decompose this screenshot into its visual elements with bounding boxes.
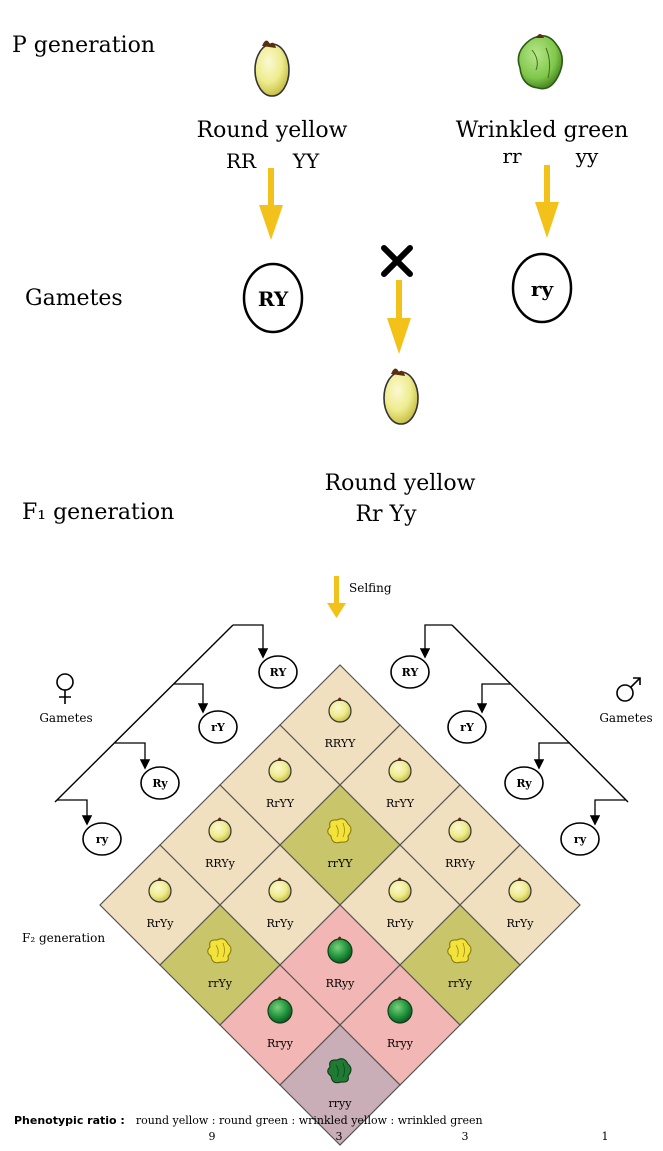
arrow-down-icon [535, 165, 559, 238]
cell-genotype-label: RrYy [146, 917, 174, 930]
round-yellow-seed-icon [148, 877, 172, 903]
cell-genotype-label: rrYY [327, 857, 353, 870]
gamete-circles: RY rY Ry ry RY rY Ry ry [82, 655, 600, 856]
cell-genotype-label: RRYy [205, 857, 235, 870]
female-gamete: RY [258, 655, 298, 689]
wrinkled-green-seed-icon [327, 1058, 352, 1084]
male-gamete: ry [560, 822, 600, 856]
female-gametes-label: Gametes [39, 711, 92, 725]
ratio-number: 9 [209, 1130, 216, 1143]
parent1-allele2: YY [292, 149, 320, 173]
male-gamete: rY [447, 710, 487, 744]
cell-genotype-label: RrYy [386, 917, 414, 930]
selfing-label: Selfing [349, 581, 392, 595]
round-yellow-seed-icon [328, 697, 352, 723]
female-gamete: Ry [140, 766, 180, 800]
cell-genotype-label: Rryy [387, 1037, 414, 1050]
female-gamete-label: rY [211, 721, 225, 734]
cell-genotype-label: RrYy [506, 917, 534, 930]
round-yellow-seed-icon [448, 817, 472, 843]
parent1-allele1: RR [226, 149, 257, 173]
round-green-seed-icon [267, 996, 293, 1024]
cell-genotype-label: RrYY [266, 797, 295, 810]
male-gamete-label: RY [402, 666, 419, 679]
wrinkled-green-seed-icon [517, 34, 564, 90]
parent2-allele2: yy [575, 144, 599, 168]
ratio-number: 3 [462, 1130, 469, 1143]
round-yellow-seed-icon [388, 757, 412, 783]
gamete-circle [511, 252, 573, 324]
cell-genotype-label: RRYy [445, 857, 475, 870]
male-gamete: Ry [504, 766, 544, 800]
female-gamete: rY [198, 710, 238, 744]
round-green-seed-icon [327, 936, 353, 964]
parent1-phenotype: Round yellow [197, 118, 348, 143]
round-yellow-seed-icon [268, 757, 292, 783]
gamete-circle [242, 262, 304, 334]
gamete1-label: RY [258, 287, 289, 311]
phenotypic-ratio-text: round yellow : round green : wrinkled ye… [136, 1114, 483, 1127]
cross-icon [381, 245, 413, 277]
female-gamete-label: RY [270, 666, 287, 679]
f1-phenotype: Round yellow [325, 471, 476, 496]
arrow-down-icon [387, 280, 411, 354]
male-symbol-icon [616, 677, 641, 702]
male-gamete-label: rY [460, 721, 474, 734]
female-gamete: ry [82, 822, 122, 856]
gamete-branch-lines [54, 624, 629, 826]
cell-genotype-label: Rryy [267, 1037, 294, 1050]
cell-genotype-label: RrYy [266, 917, 294, 930]
female-gamete-label: Ry [152, 777, 168, 790]
f1-generation-label: F₁ generation [22, 500, 174, 525]
cell-genotype-label: RRYY [325, 737, 356, 750]
round-yellow-seed-icon [208, 817, 232, 843]
cell-genotype-label: rrYy [208, 977, 233, 990]
gametes-label: Gametes [25, 286, 123, 311]
male-gamete-label: ry [574, 833, 587, 846]
punnett-cell: rryy [279, 1024, 401, 1146]
f2-generation-label: F₂ generation [22, 931, 105, 945]
round-yellow-seed-icon [508, 877, 532, 903]
wrinkled-yellow-seed-icon [447, 938, 472, 964]
male-gamete: RY [390, 655, 430, 689]
round-yellow-seed-icon [254, 40, 290, 97]
phenotypic-ratio-row: Phenotypic ratio : round yellow : round … [14, 1109, 483, 1128]
parent2-allele1: rr [502, 144, 522, 168]
arrow-down-icon [327, 576, 346, 618]
male-gametes-label: Gametes [599, 711, 652, 725]
ratio-number: 3 [336, 1130, 343, 1143]
arrow-down-icon [259, 168, 283, 240]
round-yellow-seed-icon [383, 368, 419, 425]
cell-genotype-label: rrYy [448, 977, 473, 990]
p-generation-label: P generation [12, 33, 155, 58]
round-green-seed-icon [387, 996, 413, 1024]
wrinkled-yellow-seed-icon [207, 938, 232, 964]
cell-genotype-label: RRyy [326, 977, 356, 990]
round-yellow-seed-icon [268, 877, 292, 903]
f1-genotype: Rr Yy [355, 502, 417, 527]
cell-genotype-label: rryy [329, 1097, 353, 1110]
phenotypic-ratio-label: Phenotypic ratio : [14, 1114, 125, 1127]
female-gamete-label: ry [96, 833, 109, 846]
punnett-cell-fill [279, 1024, 401, 1146]
male-gamete-label: Ry [516, 777, 532, 790]
gamete2-label: ry [531, 277, 555, 301]
wrinkled-yellow-seed-icon [327, 818, 352, 844]
female-symbol-icon [56, 673, 74, 704]
parent2-phenotype: Wrinkled green [456, 118, 629, 143]
cell-genotype-label: RrYY [386, 797, 415, 810]
round-yellow-seed-icon [388, 877, 412, 903]
ratio-number: 1 [602, 1130, 609, 1143]
